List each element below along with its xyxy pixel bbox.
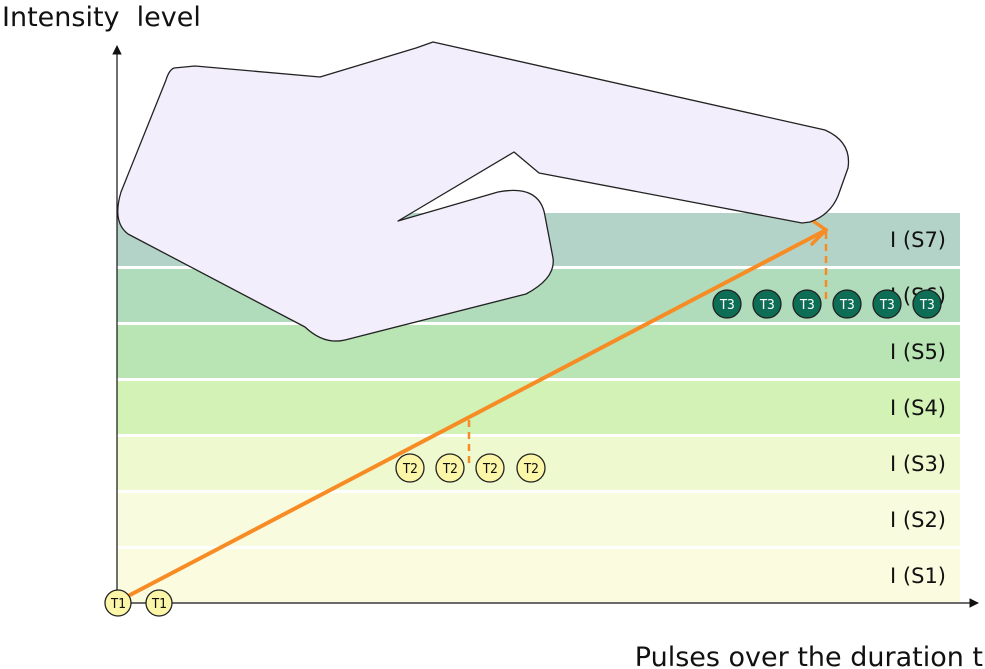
band-s1 bbox=[117, 549, 960, 602]
svg-text:T3: T3 bbox=[760, 298, 775, 313]
svg-text:T3: T3 bbox=[840, 298, 855, 313]
t1-tokens: T1 T1 bbox=[104, 589, 173, 617]
svg-text:T3: T3 bbox=[720, 298, 735, 313]
band-label-s5: I (S5) bbox=[890, 340, 946, 364]
trend-line bbox=[128, 228, 828, 597]
token-t2: T2 bbox=[516, 453, 546, 483]
svg-text:T1: T1 bbox=[111, 597, 126, 612]
token-t1: T1 bbox=[104, 589, 132, 617]
svg-text:T2: T2 bbox=[443, 462, 458, 477]
token-t3: T3 bbox=[832, 289, 862, 319]
x-axis-title: Pulses over the duration t bbox=[635, 642, 983, 669]
token-t3: T3 bbox=[792, 289, 822, 319]
y-axis-title: Intensity level bbox=[2, 2, 201, 33]
svg-text:T2: T2 bbox=[483, 462, 498, 477]
svg-text:T3: T3 bbox=[920, 298, 935, 313]
token-t3: T3 bbox=[872, 289, 902, 319]
occluding-blob bbox=[117, 41, 850, 342]
t2-tokens: T2 T2 T2 T2 bbox=[395, 453, 546, 483]
band-label-s7: I (S7) bbox=[890, 228, 946, 252]
intensity-bands bbox=[117, 213, 960, 602]
svg-text:T3: T3 bbox=[800, 298, 815, 313]
svg-text:T3: T3 bbox=[880, 298, 895, 313]
band-s5 bbox=[117, 325, 960, 378]
t3-tokens: T3 T3 T3 T3 T3 T3 bbox=[712, 289, 942, 319]
band-label-s2: I (S2) bbox=[890, 508, 946, 532]
svg-text:T1: T1 bbox=[152, 597, 167, 612]
token-t2: T2 bbox=[475, 453, 505, 483]
svg-text:T2: T2 bbox=[524, 462, 539, 477]
token-t3: T3 bbox=[912, 289, 942, 319]
token-t3: T3 bbox=[712, 289, 742, 319]
token-t3: T3 bbox=[752, 289, 782, 319]
band-s2 bbox=[117, 493, 960, 546]
band-label-s1: I (S1) bbox=[890, 564, 946, 588]
token-t1: T1 bbox=[145, 589, 173, 617]
band-s4 bbox=[117, 381, 960, 434]
svg-text:T2: T2 bbox=[403, 462, 418, 477]
token-t2: T2 bbox=[395, 453, 425, 483]
band-label-s4: I (S4) bbox=[890, 396, 946, 420]
token-t2: T2 bbox=[435, 453, 465, 483]
band-label-s3: I (S3) bbox=[890, 452, 946, 476]
